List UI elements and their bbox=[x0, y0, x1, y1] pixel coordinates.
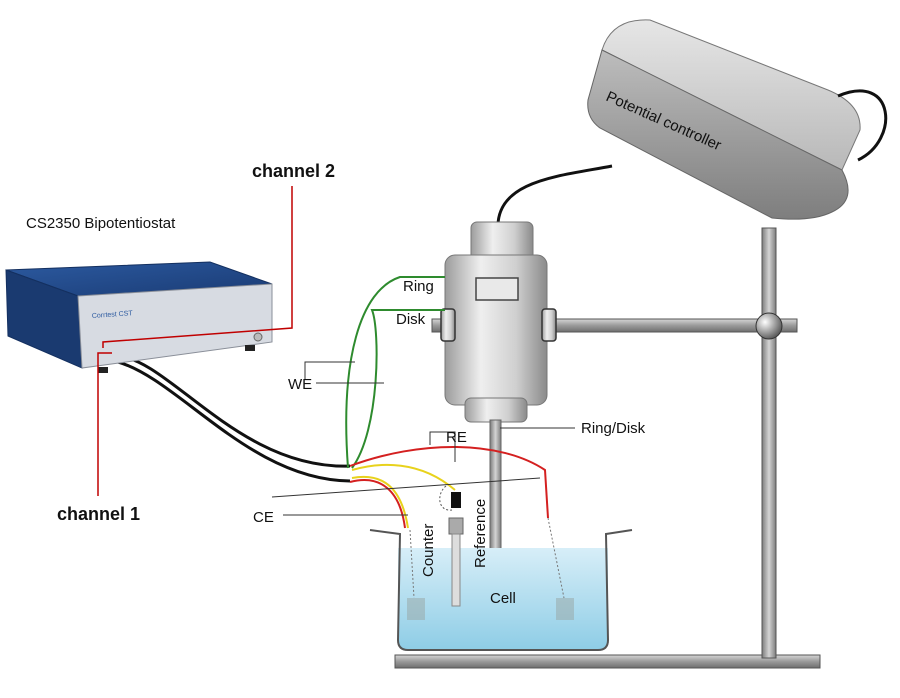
electrode-wires bbox=[349, 445, 549, 529]
ce-label: CE bbox=[253, 509, 274, 526]
power-button[interactable] bbox=[253, 332, 263, 342]
channel-1-label: channel 1 bbox=[57, 504, 140, 524]
we-green-wires bbox=[345, 276, 445, 469]
re-label: RE bbox=[446, 429, 467, 446]
instrument-cables bbox=[117, 354, 351, 483]
electrochemical-cell bbox=[369, 517, 633, 651]
stand-rod bbox=[761, 227, 777, 659]
ring-disk-label: Ring/Disk bbox=[581, 420, 646, 437]
channel-callouts bbox=[97, 186, 293, 496]
channel-2-label: channel 2 bbox=[252, 161, 335, 181]
ring-label: Ring bbox=[403, 278, 434, 295]
we-label: WE bbox=[288, 376, 312, 393]
rotator-body bbox=[440, 221, 557, 423]
stand-base bbox=[394, 654, 821, 669]
potential-controller: Potential controller bbox=[587, 19, 861, 220]
ring-disk-right-plate bbox=[556, 598, 574, 620]
leader-lines bbox=[271, 361, 575, 516]
counter-electrode-plate bbox=[407, 598, 425, 620]
clamp-knob[interactable] bbox=[755, 312, 783, 340]
cell-label: Cell bbox=[490, 590, 516, 607]
disk-label: Disk bbox=[396, 311, 426, 328]
reference-label: Reference bbox=[472, 499, 489, 568]
instrument-brand: Corrtest CST bbox=[92, 310, 134, 320]
counter-label: Counter bbox=[420, 524, 437, 577]
instrument-title: CS2350 Bipotentiostat bbox=[26, 215, 176, 232]
bipotentiostat: Corrtest CST bbox=[5, 261, 273, 373]
reference-electrode bbox=[439, 485, 464, 607]
controller-cable bbox=[496, 89, 888, 231]
